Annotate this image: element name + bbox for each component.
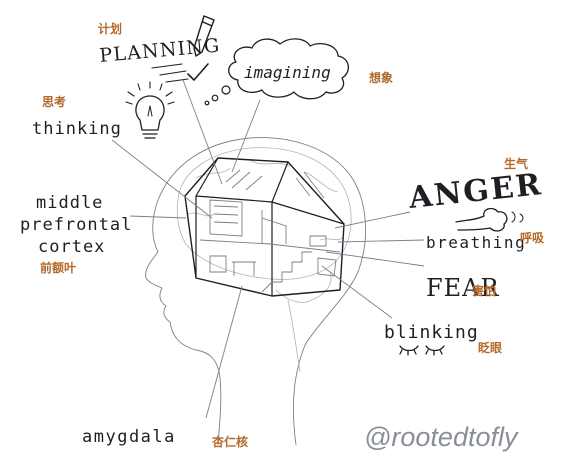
mpfc-zh-label: 前额叶 bbox=[40, 260, 76, 275]
label-imagining: imagining 想象 bbox=[204, 38, 393, 106]
thought-cloud-icon bbox=[204, 38, 349, 106]
blinking-label: blinking bbox=[384, 322, 479, 343]
blinking-zh-label: 眨眼 bbox=[478, 341, 502, 355]
checkmark-icon bbox=[187, 63, 209, 81]
label-anger: ANGER 生气 bbox=[406, 156, 544, 216]
breathing-zh-label: 呼吸 bbox=[520, 230, 545, 245]
mpfc-line2-label: prefrontal bbox=[20, 215, 132, 235]
lightbulb-icon bbox=[125, 81, 175, 139]
brain-icon bbox=[176, 147, 352, 373]
label-fear: FEAR 害怕 bbox=[426, 274, 500, 302]
breath-puff-icon bbox=[455, 207, 524, 232]
label-thinking: 思考 thinking bbox=[32, 81, 175, 139]
imagining-zh-label: 想象 bbox=[368, 70, 393, 85]
anger-label: ANGER bbox=[406, 167, 544, 216]
pencil-icon bbox=[193, 15, 215, 57]
fear-label: FEAR bbox=[426, 274, 500, 302]
amygdala-zh-label: 杏仁核 bbox=[211, 434, 248, 449]
mpfc-line1-label: middle bbox=[36, 193, 103, 213]
mpfc-line3-label: cortex bbox=[38, 237, 105, 257]
fear-zh-label: 害怕 bbox=[472, 283, 496, 298]
imagining-label: imagining bbox=[244, 63, 331, 82]
breathing-label: breathing bbox=[426, 233, 526, 252]
amygdala-label: amygdala bbox=[82, 427, 176, 447]
planning-zh-label: 计划 bbox=[98, 21, 122, 36]
thinking-label: thinking bbox=[32, 119, 122, 139]
label-breathing: breathing 呼吸 bbox=[426, 207, 545, 252]
thinking-zh-label: 思考 bbox=[42, 94, 66, 109]
label-middle-prefrontal-cortex: middle prefrontal cortex 前额叶 bbox=[20, 193, 132, 275]
label-blinking: blinking 眨眼 bbox=[384, 322, 502, 356]
label-amygdala: amygdala 杏仁核 bbox=[82, 427, 248, 449]
closed-eyes-icon bbox=[399, 345, 445, 356]
watermark: @rootedtofly bbox=[364, 422, 519, 452]
anger-zh-label: 生气 bbox=[504, 156, 528, 171]
house-icon bbox=[184, 157, 345, 297]
head-profile-icon bbox=[145, 137, 366, 446]
leader-lines bbox=[111, 79, 425, 419]
label-planning: 计划 PLANNING bbox=[98, 15, 221, 83]
